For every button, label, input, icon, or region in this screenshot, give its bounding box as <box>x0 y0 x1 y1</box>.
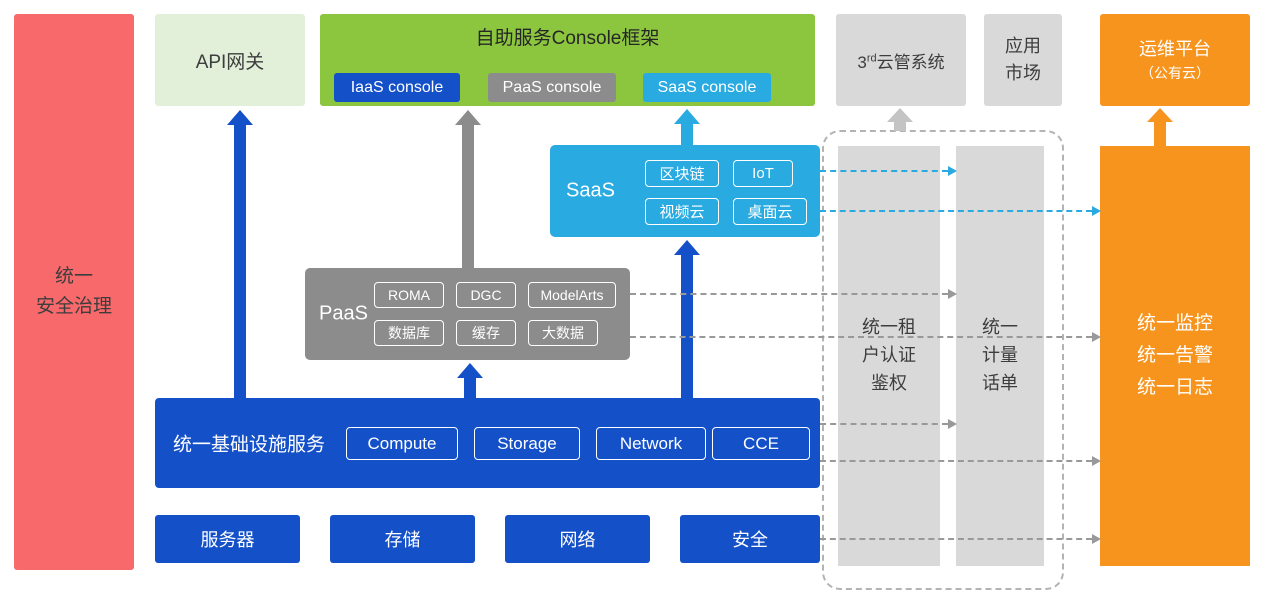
arrow-paas-to-console-shaft <box>462 124 474 268</box>
tenant-auth-label: 统一租 户认证 鉴权 <box>862 314 916 398</box>
paas-label: PaaS <box>319 302 368 325</box>
hardware-box-network: 网络 <box>505 515 650 563</box>
saas-item-video-cloud: 视频云 <box>645 198 719 225</box>
third-party-cloud-mgmt-box: 3rd云管系统 <box>836 14 966 106</box>
saas-box: SaaS 区块链 IoT 视频云 桌面云 <box>550 145 820 237</box>
saas-item-desktop-cloud: 桌面云 <box>733 198 807 225</box>
third-party-label: 3rd云管系统 <box>857 48 944 73</box>
iaas-infrastructure-bar: 统一基础设施服务 Compute Storage Network CCE <box>155 398 820 488</box>
saas-item-iot: IoT <box>733 160 793 187</box>
hardware-security-label: 安全 <box>732 530 768 550</box>
connector-saas-to-monitor <box>820 210 1092 212</box>
iaas-item-storage: Storage <box>474 427 580 460</box>
api-gateway-label: API网关 <box>195 51 265 73</box>
app-market-label: 应用 市场 <box>1005 33 1041 87</box>
saas-label: SaaS <box>566 179 615 202</box>
om-platform-line2: （公有云） <box>1140 65 1210 81</box>
security-line2: 安全治理 <box>35 296 112 317</box>
paas-console-chip: PaaS console <box>488 73 616 102</box>
monitoring-alarm-log-bar: 统一监控 统一告警 统一日志 <box>1100 146 1250 566</box>
saas-item-blockchain: 区块链 <box>645 160 719 187</box>
connector-iaas-to-monitor <box>820 460 1092 462</box>
arrow-to-om-platform-shaft <box>1154 121 1166 146</box>
connector-iaas-to-auth <box>820 423 948 425</box>
api-gateway-box: API网关 <box>155 14 305 106</box>
metering-line1: 统一 <box>982 317 1018 338</box>
metering-billing-label: 统一 计量 话单 <box>982 314 1018 398</box>
security-governance-label: 统一 安全治理 <box>36 262 112 323</box>
metering-line3: 话单 <box>982 372 1018 393</box>
arrow-iaas-to-paas <box>457 363 483 378</box>
connector-saas-to-auth-head <box>948 166 957 176</box>
app-market-box: 应用 市场 <box>984 14 1062 106</box>
iaas-label: 统一基础设施服务 <box>173 434 326 456</box>
paas-item-roma: ROMA <box>374 282 444 308</box>
hardware-box-storage: 存储 <box>330 515 475 563</box>
om-platform-line1: 运维平台 <box>1139 39 1211 59</box>
iaas-item-network: Network <box>596 427 706 460</box>
connector-hardware-to-monitor-head <box>1092 534 1101 544</box>
arrow-to-third-party-mgmt-shaft <box>894 121 906 131</box>
metering-line2: 计量 <box>982 345 1018 366</box>
monitoring-label: 统一监控 统一告警 统一日志 <box>1137 308 1213 405</box>
tenant-auth-line3: 鉴权 <box>871 372 907 393</box>
arrow-paas-to-console <box>455 110 481 125</box>
arrow-iaas-to-api-gateway <box>227 110 253 125</box>
arrow-to-om-platform <box>1147 108 1173 122</box>
connector-paas-to-monitor-head <box>1092 332 1101 342</box>
metering-billing-bar: 统一 计量 话单 <box>956 146 1044 566</box>
hardware-box-server: 服务器 <box>155 515 300 563</box>
hardware-storage-label: 存储 <box>384 530 421 550</box>
om-platform-label: 运维平台 （公有云） <box>1139 36 1211 84</box>
arrow-iaas-to-api-gateway-shaft <box>234 124 246 398</box>
iaas-item-cce: CCE <box>712 427 810 460</box>
third-party-num: 3 <box>857 52 867 72</box>
tenant-auth-bar: 统一租 户认证 鉴权 <box>838 146 940 566</box>
connector-saas-to-auth <box>820 170 948 172</box>
arrow-saas-to-console-shaft <box>681 123 693 145</box>
app-market-line1: 应用 <box>1005 36 1041 56</box>
tenant-services-dashed-group <box>822 130 1064 590</box>
arrow-to-third-party-mgmt <box>887 108 913 122</box>
monitor-line3: 统一日志 <box>1136 377 1213 399</box>
connector-hardware-to-monitor <box>820 538 1092 540</box>
hardware-network-label: 网络 <box>559 530 596 550</box>
console-frame-title: 自助服务Console框架 <box>475 28 660 49</box>
iaas-item-compute: Compute <box>346 427 458 460</box>
connector-iaas-to-auth-head <box>948 419 957 429</box>
iaas-console-chip: IaaS console <box>334 73 460 102</box>
hardware-server-label: 服务器 <box>200 530 255 550</box>
third-party-sup: rd <box>866 51 877 64</box>
tenant-auth-line1: 统一租 <box>862 317 916 338</box>
paas-item-modelarts: ModelArts <box>528 282 616 308</box>
connector-paas-to-monitor <box>630 336 1092 338</box>
connector-paas-to-auth <box>630 293 948 295</box>
security-line1: 统一 <box>54 265 93 287</box>
security-governance-bar: 统一 安全治理 <box>14 14 134 570</box>
app-market-line2: 市场 <box>1005 63 1041 83</box>
third-party-rest: 云管系统 <box>876 52 945 72</box>
console-frame-box: 自助服务Console框架 IaaS console PaaS console … <box>320 14 815 106</box>
connector-iaas-to-monitor-head <box>1092 456 1101 466</box>
arrow-iaas-to-saas-shaft <box>681 254 693 398</box>
paas-item-database: 数据库 <box>374 320 444 346</box>
arrow-iaas-to-saas <box>674 240 700 255</box>
connector-paas-to-auth-head <box>948 289 957 299</box>
paas-item-bigdata: 大数据 <box>528 320 598 346</box>
saas-console-chip: SaaS console <box>643 73 771 102</box>
hardware-box-security: 安全 <box>680 515 820 563</box>
om-platform-box: 运维平台 （公有云） <box>1100 14 1250 106</box>
arrow-iaas-to-paas-shaft <box>464 377 476 398</box>
tenant-auth-line2: 户认证 <box>862 345 916 366</box>
paas-item-cache: 缓存 <box>456 320 516 346</box>
monitor-line1: 统一监控 <box>1136 312 1213 334</box>
connector-saas-to-monitor-head <box>1092 206 1101 216</box>
paas-box: PaaS ROMA DGC ModelArts 数据库 缓存 大数据 <box>305 268 630 360</box>
arrow-saas-to-console <box>674 109 700 124</box>
paas-item-dgc: DGC <box>456 282 516 308</box>
monitor-line2: 统一告警 <box>1136 344 1213 366</box>
